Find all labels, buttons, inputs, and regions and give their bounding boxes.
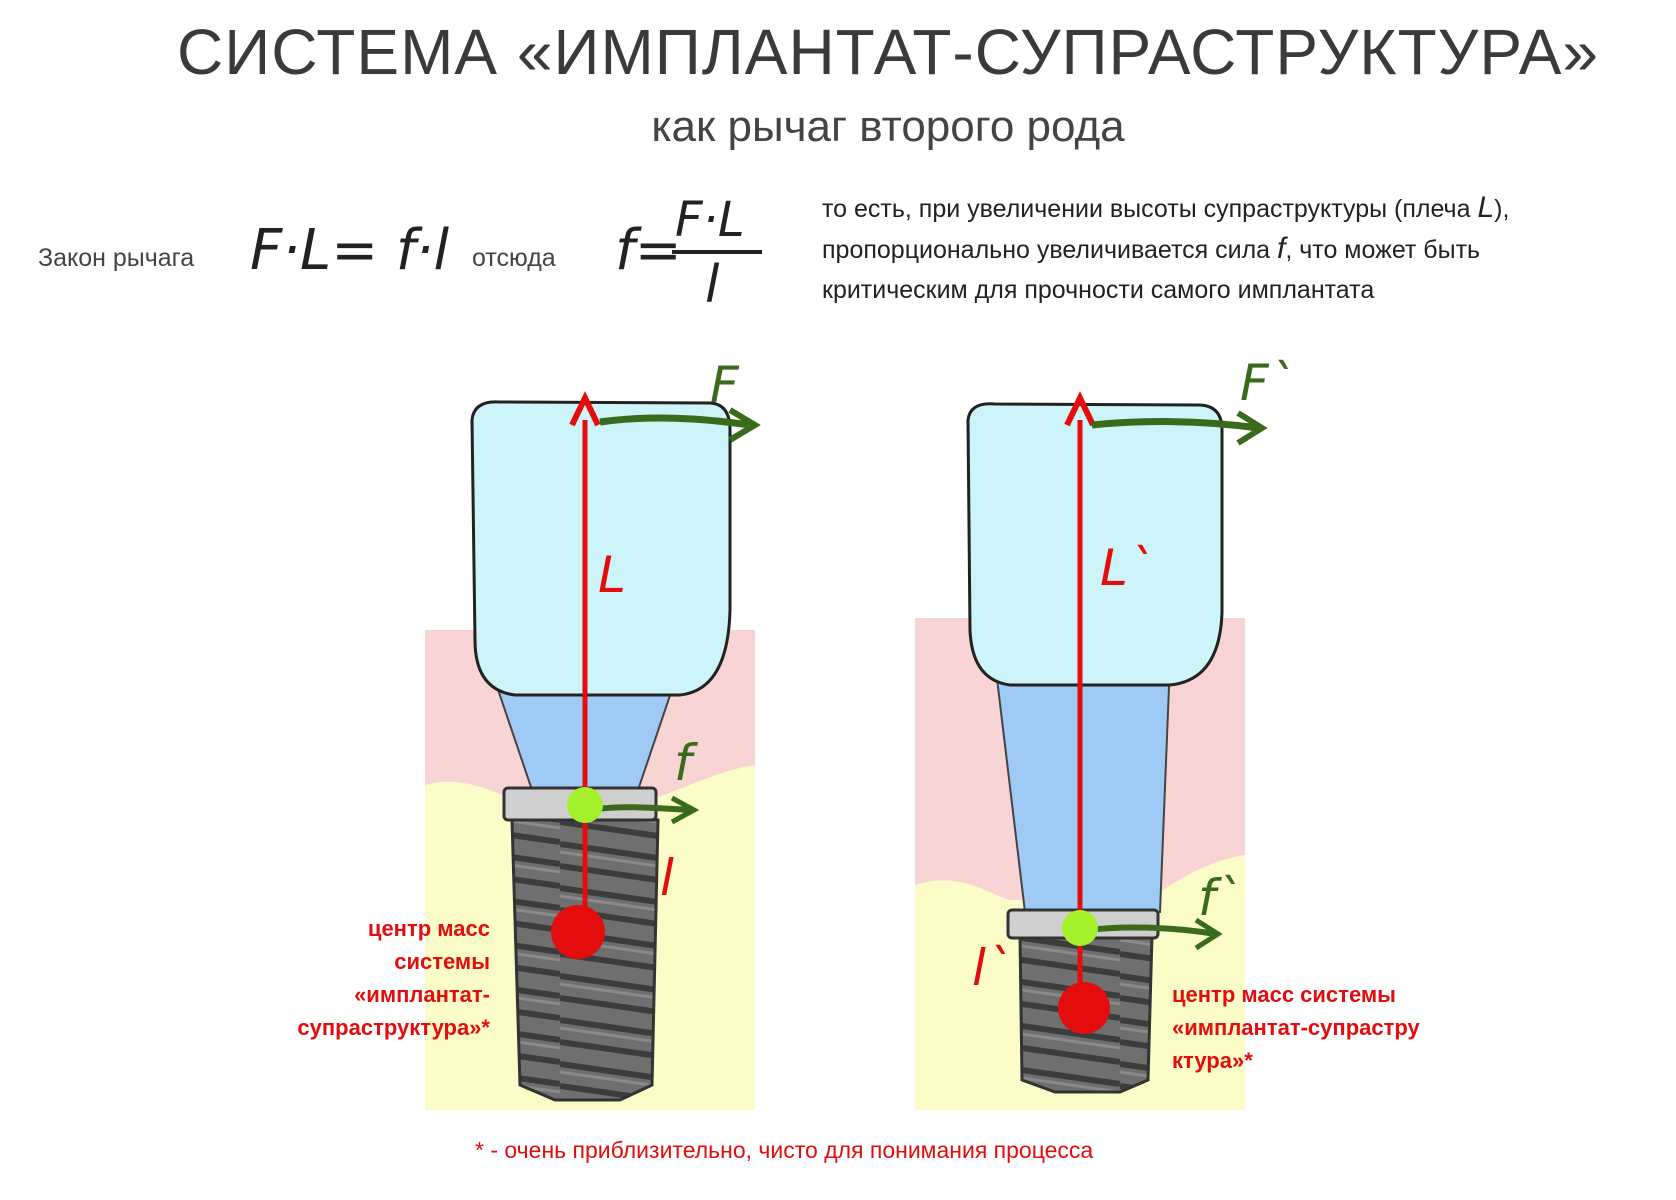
law-label: Закон рычага	[38, 244, 195, 272]
page-subtitle: как рычаг второго рода	[651, 102, 1125, 151]
left-force-F-arrowhead	[728, 407, 761, 443]
left-force-F-arrow	[599, 414, 751, 429]
left-diagram: F f L l	[425, 356, 761, 1110]
right-force-f-label: f`	[1198, 869, 1241, 927]
right-force-f-arrow	[1087, 924, 1216, 937]
left-force-f-arrowhead	[670, 795, 700, 825]
right-fulcrum-point	[1062, 910, 1098, 946]
left-fulcrum-point	[567, 787, 603, 823]
left-lever-l-label: l	[660, 849, 674, 907]
explanation-text: то есть, при увеличении высоты супрастру…	[822, 191, 1510, 304]
fraction-bar	[672, 250, 762, 254]
right-center-caption: центр масс системы «имплантат-супрастру …	[1172, 982, 1420, 1073]
footnote: * - очень приблизительно, чисто для пони…	[475, 1137, 1094, 1163]
left-center-of-mass	[551, 905, 605, 959]
left-lever-arrowhead	[569, 391, 601, 427]
left-crown	[470, 400, 732, 697]
right-force-F-arrow	[1091, 418, 1259, 432]
left-lever-L-label: L	[598, 546, 626, 604]
formula-lhs: f=	[615, 218, 682, 283]
right-center-of-mass	[1058, 982, 1110, 1034]
right-force-f-arrowhead	[1194, 917, 1223, 951]
law-expression: F·L= f·l	[250, 218, 450, 283]
right-lever-l-label: l`	[972, 939, 1011, 997]
right-diagram: F` f` L` l`	[915, 354, 1294, 1110]
hence-label: отсюда	[472, 244, 556, 272]
page-title: СИСТЕМА «ИМПЛАНТАТ-СУПРАСТРУКТУРА»	[176, 16, 1600, 88]
right-force-F-arrowhead	[1236, 410, 1268, 446]
left-force-f-arrow	[589, 804, 691, 813]
left-implant	[510, 818, 660, 1102]
left-center-caption: центр масс системы «имплантат- супрастру…	[297, 916, 490, 1040]
formula-numerator: F·L	[675, 192, 745, 248]
right-crown	[966, 402, 1224, 687]
left-force-F-label: F	[710, 356, 740, 414]
right-lever-arrowhead	[1064, 391, 1096, 427]
right-lever-L-label: L`	[1100, 539, 1153, 597]
formula-denominator: l	[705, 255, 720, 315]
right-force-F-label: F`	[1240, 354, 1294, 412]
